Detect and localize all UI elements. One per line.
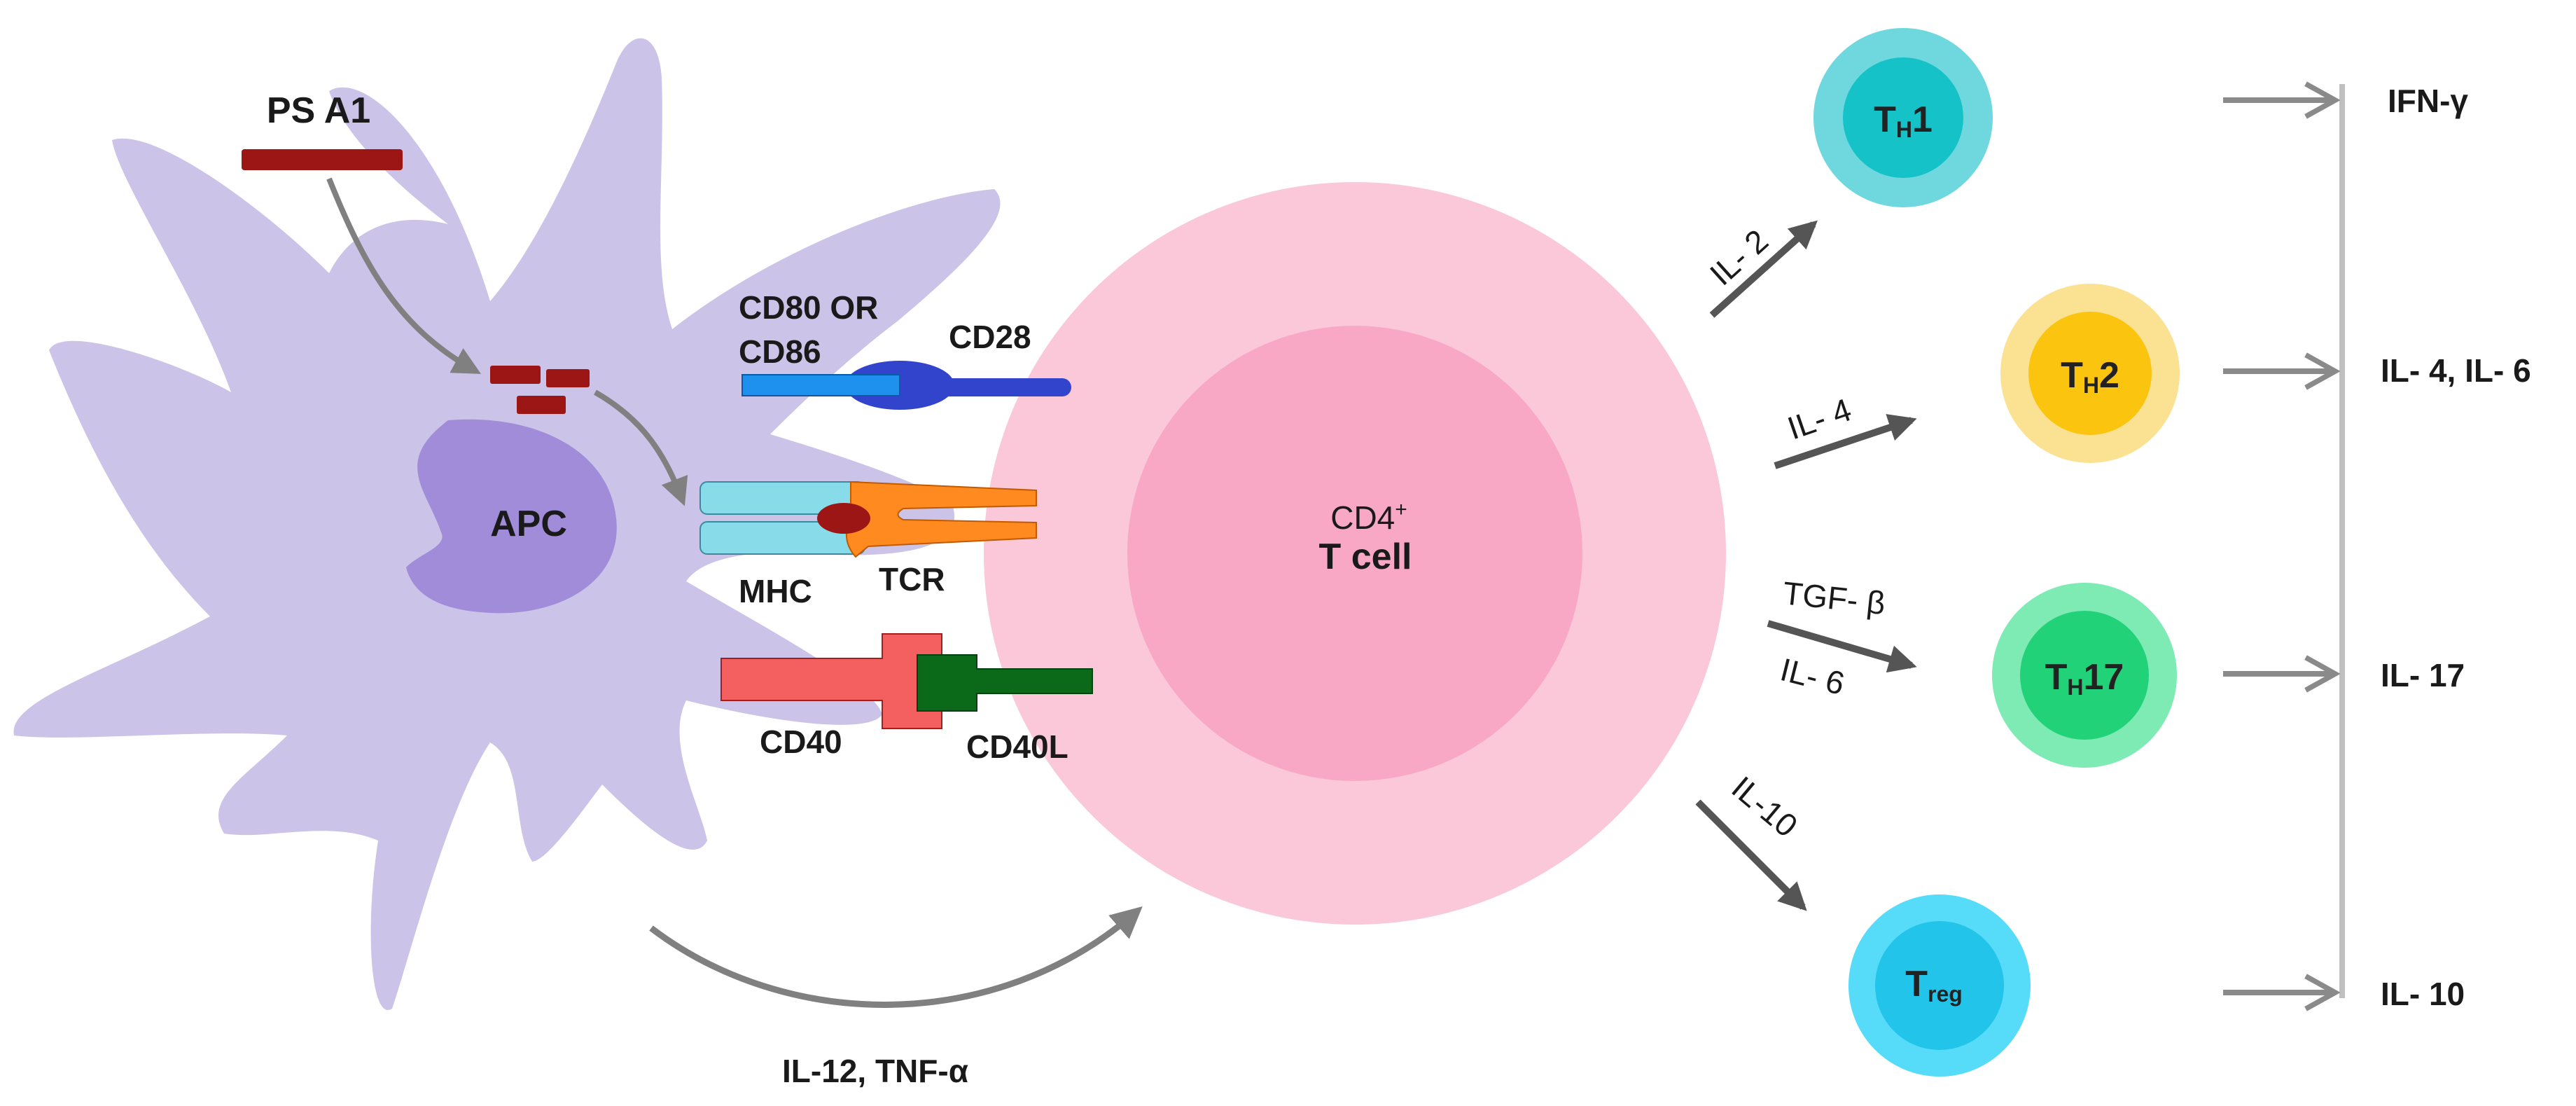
cd80-label: CD80 OR	[739, 289, 878, 326]
t-cell-label: T cell	[1319, 537, 1412, 577]
apc-label: APC	[490, 504, 567, 544]
treg-label: Treg	[1905, 964, 1963, 1007]
apc-nucleus	[406, 419, 617, 614]
th1-label: TH1	[1874, 99, 1933, 142]
cd40-label: CD40	[760, 724, 842, 760]
th17-inducer2-label: IL- 6	[1777, 651, 1849, 702]
cytokine-label: IL-12, TNF-α	[782, 1053, 968, 1089]
th17-inducer-label: TGF- β	[1781, 574, 1887, 621]
cytokine-signal: IL-12, TNF-α	[649, 906, 1143, 1089]
cd28-label: CD28	[949, 319, 1031, 355]
th2-induction-arrow	[1774, 414, 1917, 469]
t-cell-nucleus	[1127, 326, 1582, 781]
treg-inner	[1875, 921, 2004, 1050]
il4-il6-output: IL- 4, IL- 6	[2381, 352, 2531, 389]
ps-a1-label: PS A1	[267, 90, 370, 131]
cd80-cd28-pair: CD80 OR CD86 CD28	[739, 289, 1071, 410]
cd80-molecule	[742, 374, 900, 396]
uptake-arrow	[326, 177, 482, 374]
cd40l-molecule	[917, 654, 1093, 712]
ps-a1-antigen: PS A1	[242, 90, 688, 506]
th1-cell: TH1	[1813, 28, 1993, 207]
mhc-tcr-pair: MHC TCR	[699, 481, 1037, 609]
treg-induction-arrow	[1695, 799, 1807, 911]
cd40-cd40l-pair: CD40 CD40L	[720, 633, 1093, 765]
cd40l-label: CD40L	[966, 728, 1068, 765]
ifn-gamma-output: IFN-γ	[2388, 83, 2468, 119]
cd4-t-cell: CD4+ T cell	[984, 182, 1726, 925]
th2-label: TH2	[2061, 355, 2119, 398]
th17-cell: TH17	[1992, 583, 2177, 768]
antigen-fragment	[490, 366, 541, 384]
th2-inner	[2028, 312, 2152, 435]
antigen-fragment	[546, 369, 590, 387]
th1-induction-arrow	[1709, 220, 1818, 318]
cytokine-arrow	[649, 906, 1143, 1008]
cd40-molecule	[720, 633, 942, 729]
th1-inducer-label: IL- 2	[1703, 222, 1775, 292]
th17-inner	[2020, 611, 2149, 740]
cd4-label: CD4+	[1330, 498, 1407, 536]
cd86-label: CD86	[739, 333, 821, 370]
th2-cell: TH2	[2000, 284, 2180, 463]
treg-cell: Treg	[1849, 894, 2031, 1077]
differentiation-arrows: IL- 2 IL- 4 TGF- β IL- 6 IL-10	[1695, 220, 1917, 911]
apc-cell: APC	[13, 38, 1001, 1011]
il17-output: IL- 17	[2381, 657, 2465, 693]
mhc-label: MHC	[739, 573, 812, 609]
th1-inner	[1843, 57, 1963, 178]
il10-output: IL- 10	[2381, 976, 2465, 1012]
tcr-label: TCR	[879, 561, 945, 597]
processing-arrow	[594, 389, 688, 506]
cytokine-outputs: IFN-γ IL- 4, IL- 6 IL- 17 IL- 10	[2223, 81, 2531, 1012]
th2-inducer-label: IL- 4	[1783, 391, 1856, 446]
antigen-fragment	[517, 396, 566, 414]
ps-a1-molecule	[242, 149, 403, 170]
treg-inducer-label: IL-10	[1725, 769, 1805, 844]
th17-label: TH17	[2045, 657, 2124, 700]
th17-induction-arrow	[1767, 620, 1917, 673]
peptide	[817, 503, 870, 534]
cd28-stalk	[924, 378, 1071, 396]
